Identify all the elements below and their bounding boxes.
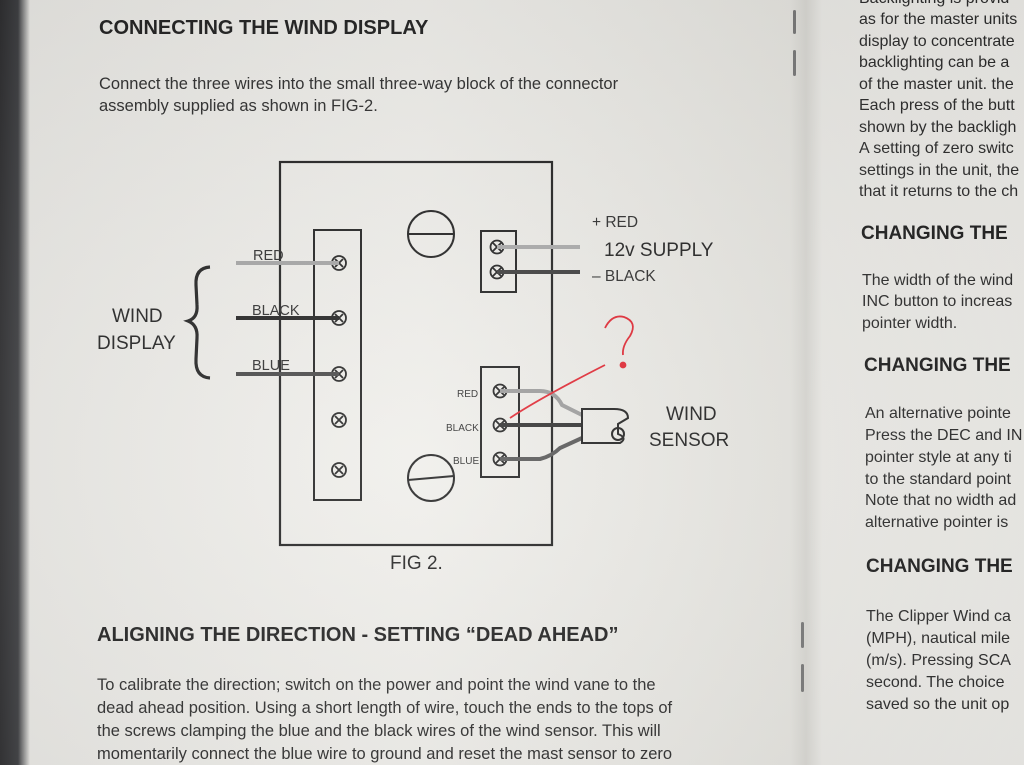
right-text-line: display to concentrate xyxy=(859,33,1015,50)
body-line-4: momentarily connect the blue wire to gro… xyxy=(97,745,673,763)
display-wire-black-label: BLACK xyxy=(252,303,300,319)
right-text-line: backlighting can be a xyxy=(859,54,1010,71)
mounting-hole-bottom xyxy=(407,454,455,502)
right-section-2-line: to the standard point xyxy=(865,471,1011,488)
mounting-hole-top xyxy=(407,210,455,258)
wind-sensor-label-line-1: WIND xyxy=(666,404,717,425)
right-section-3-line: (MPH), nautical mile xyxy=(866,630,1011,647)
right-text-line: settings in the unit, the xyxy=(859,162,1020,179)
right-heading-2: CHANGING THE xyxy=(864,355,1011,376)
right-text-line: as for the master units xyxy=(859,11,1018,28)
supply-title-label: 12v SUPPLY xyxy=(604,240,714,261)
handwritten-annotation xyxy=(509,315,634,419)
intro-line-2: assembly supplied as shown in FIG-2. xyxy=(99,97,378,115)
supply-plus-label: + RED xyxy=(592,214,638,231)
binding-mark xyxy=(793,10,796,34)
right-text-line: shown by the backligh xyxy=(859,119,1017,136)
right-section-3-line: (m/s). Pressing SCA xyxy=(866,652,1011,669)
right-section-1-line: The width of the wind xyxy=(862,272,1014,289)
right-section-3-line: second. The choice xyxy=(866,674,1005,691)
right-text-line: that it returns to the ch xyxy=(859,183,1019,200)
connector-outline xyxy=(278,160,554,547)
heading-aligning-direction: ALIGNING THE DIRECTION - SETTING “DEAD A… xyxy=(97,624,619,646)
wind-display-brace xyxy=(183,265,211,380)
right-section-2-line: pointer style at any ti xyxy=(865,449,1012,466)
sensor-plug xyxy=(581,408,630,444)
body-line-3: the screws clamping the blue and the bla… xyxy=(97,722,661,740)
supply-terminal-block xyxy=(480,230,517,293)
sensor-wire-blue-label: BLUE xyxy=(453,456,479,467)
display-terminal-screws xyxy=(331,255,347,478)
binding-mark xyxy=(801,664,804,692)
supply-minus-label: – BLACK xyxy=(592,268,656,285)
right-section-3-line: The Clipper Wind ca xyxy=(866,608,1011,625)
sensor-red-wire xyxy=(500,389,583,417)
right-section-1-line: INC button to increas xyxy=(862,293,1013,310)
body-line-1: To calibrate the direction; switch on th… xyxy=(97,676,656,694)
right-section-1-line: pointer width. xyxy=(862,315,958,332)
display-wire-red-label: RED xyxy=(253,248,284,264)
right-section-2-line: alternative pointer is xyxy=(865,514,1009,531)
wind-display-label-line-2: DISPLAY xyxy=(97,333,176,354)
binding-mark xyxy=(793,50,796,76)
right-heading-1: CHANGING THE xyxy=(861,223,1008,244)
right-text-line: Backlighting is provid xyxy=(859,0,1009,10)
right-section-2-line: An alternative pointe xyxy=(865,405,1011,422)
right-section-3-line: saved so the unit op xyxy=(866,696,1010,713)
display-terminal-block xyxy=(313,229,362,501)
sensor-terminal-block xyxy=(480,366,520,478)
display-wire-blue-label: BLUE xyxy=(252,358,290,374)
sensor-wire-black-label: BLACK xyxy=(446,423,479,434)
figure-caption: FIG 2. xyxy=(390,553,443,574)
binding-mark xyxy=(801,622,804,648)
right-section-2-line: Press the DEC and IN xyxy=(865,427,1023,444)
right-text-line: of the master unit. the xyxy=(859,76,1014,93)
right-heading-3: CHANGING THE xyxy=(866,556,1013,577)
right-text-line: A setting of zero switc xyxy=(859,140,1014,157)
intro-line-1: Connect the three wires into the small t… xyxy=(99,75,619,93)
sensor-blue-wire xyxy=(500,436,583,461)
wind-display-label-line-1: WIND xyxy=(112,306,163,327)
body-line-2: dead ahead position. Using a short lengt… xyxy=(97,699,673,717)
heading-connecting-wind-display: CONNECTING THE WIND DISPLAY xyxy=(99,17,429,39)
right-section-2-line: Note that no width ad xyxy=(865,492,1017,509)
wind-sensor-label-line-2: SENSOR xyxy=(649,430,729,451)
right-text-line: Each press of the butt xyxy=(859,97,1015,114)
sensor-wire-red-label: RED xyxy=(457,389,478,400)
handwritten-question-mark: ? xyxy=(0,0,1,1)
